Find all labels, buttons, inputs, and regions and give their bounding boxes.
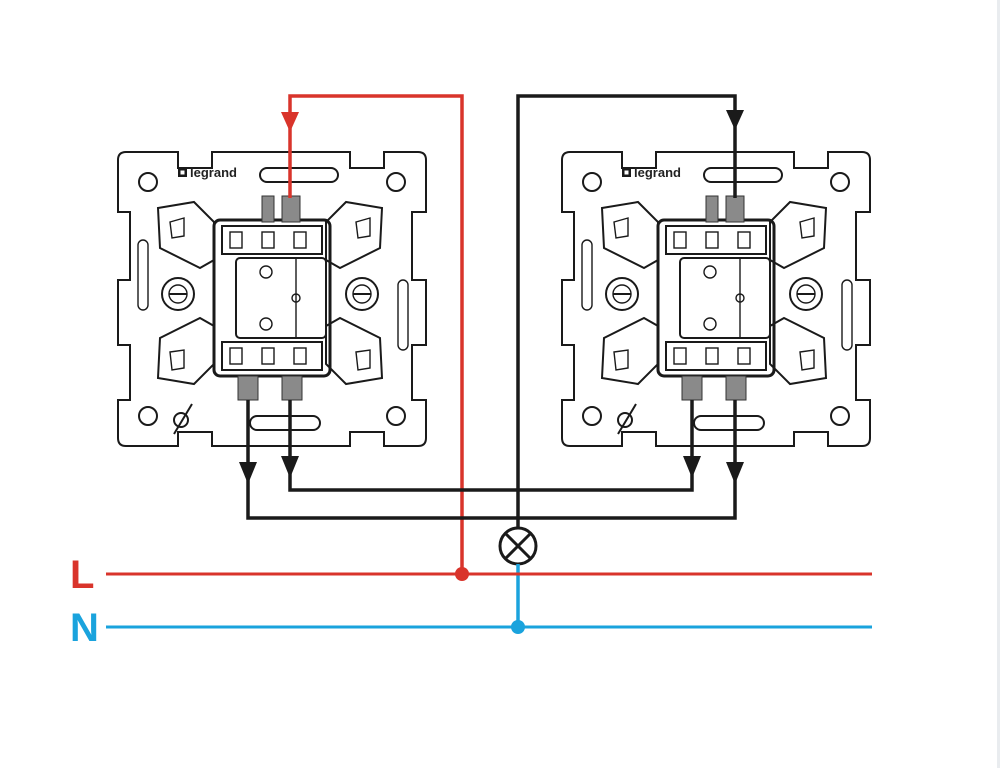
arrow-down-icon <box>239 462 257 484</box>
lamp-return-wire <box>516 94 737 528</box>
live-feed-wire <box>288 94 464 574</box>
brand-logo-right: legrand <box>634 165 681 180</box>
junction-dot-icon <box>455 567 469 581</box>
traveler-wire-outer <box>246 400 737 520</box>
live-bus-label: L <box>70 553 94 597</box>
junction-dot-icon <box>511 620 525 634</box>
arrow-down-icon <box>281 112 299 132</box>
lamp-cross-circle-icon <box>498 526 538 566</box>
switch-left: legrand <box>116 150 428 448</box>
arrow-down-icon <box>726 110 744 130</box>
traveler-wire-inner <box>288 400 694 492</box>
neutral-bus-label: N <box>70 606 99 650</box>
brand-logo-left: legrand <box>190 165 237 180</box>
arrow-down-icon <box>726 462 744 484</box>
arrow-down-icon <box>281 456 299 478</box>
switch-right: legrand <box>560 150 872 448</box>
arrow-down-icon <box>683 456 701 478</box>
frame-border <box>997 0 1000 768</box>
